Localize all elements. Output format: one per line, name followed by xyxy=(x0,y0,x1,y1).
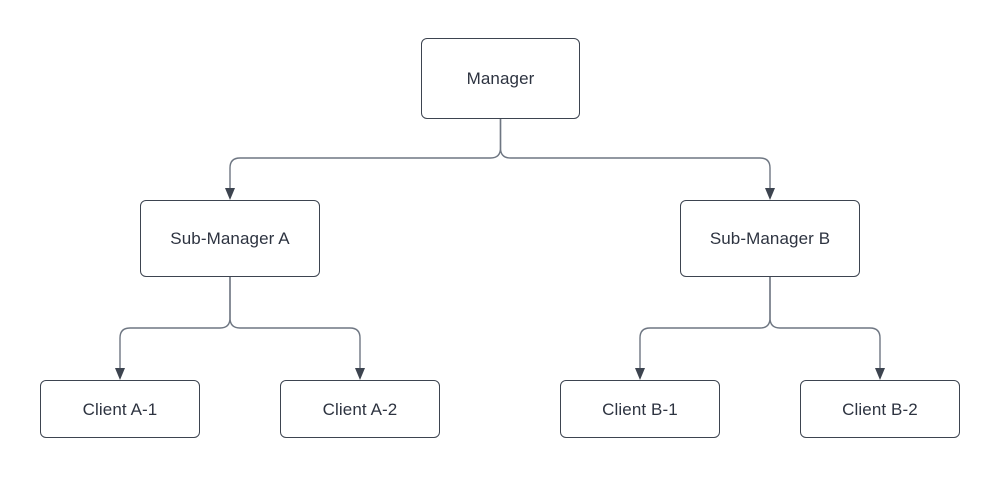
edge-sub-a-client-a2-arrowhead-icon xyxy=(355,368,365,380)
edge-sub-a-client-a2 xyxy=(229,277,361,368)
node-sub-manager-b[interactable]: Sub-Manager B xyxy=(680,200,860,277)
node-client-a2[interactable]: Client A-2 xyxy=(280,380,440,438)
edge-sub-b-client-b1-arrowhead-icon xyxy=(635,368,645,380)
edge-sub-a-client-a1 xyxy=(119,277,231,368)
edge-sub-b-client-b1 xyxy=(639,277,771,368)
edge-sub-a-client-a1-arrowhead-icon xyxy=(115,368,125,380)
edge-manager-sub-b xyxy=(499,119,771,188)
node-client-a1[interactable]: Client A-1 xyxy=(40,380,200,438)
node-client-b1[interactable]: Client B-1 xyxy=(560,380,720,438)
node-client-a2-label: Client A-2 xyxy=(322,399,398,419)
edge-sub-b-client-b2-arrowhead-icon xyxy=(875,368,885,380)
node-client-b2-label: Client B-2 xyxy=(842,399,918,419)
node-manager-label: Manager xyxy=(466,69,535,88)
node-sub-manager-a-label: Sub-Manager A xyxy=(170,229,290,248)
edge-manager-sub-a-arrowhead-icon xyxy=(225,188,235,200)
node-manager[interactable]: Manager xyxy=(421,38,580,119)
edge-manager-sub-b-arrowhead-icon xyxy=(765,188,775,200)
edge-manager-sub-a xyxy=(229,119,502,188)
node-client-a1-label: Client A-1 xyxy=(82,399,158,419)
edge-sub-b-client-b2 xyxy=(769,277,881,368)
node-client-b1-label: Client B-1 xyxy=(602,399,678,419)
node-sub-manager-a[interactable]: Sub-Manager A xyxy=(140,200,320,277)
node-client-b2[interactable]: Client B-2 xyxy=(800,380,960,438)
node-sub-manager-b-label: Sub-Manager B xyxy=(709,229,831,248)
